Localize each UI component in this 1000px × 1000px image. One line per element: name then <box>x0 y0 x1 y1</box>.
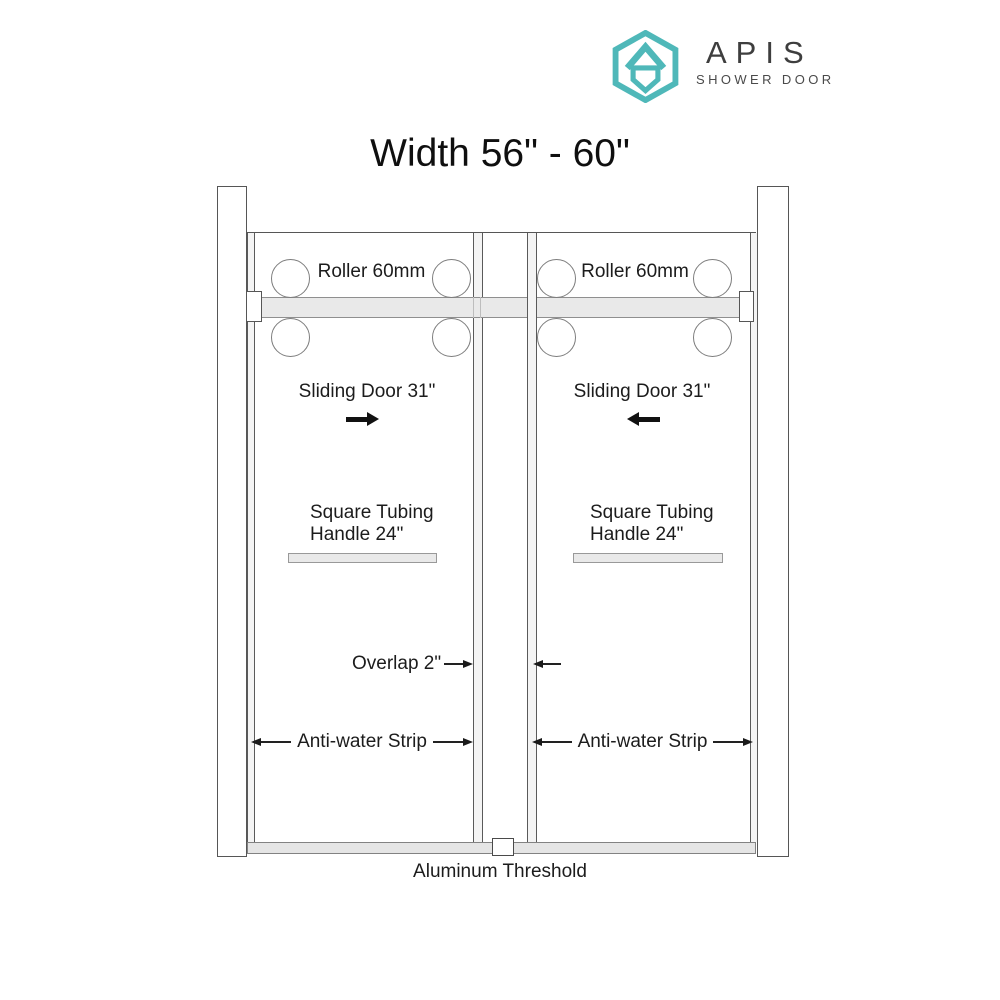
arrow-right-icon <box>463 738 473 746</box>
handle-bar-right <box>573 553 723 563</box>
roller-icon <box>693 318 732 357</box>
roller-icon <box>432 259 471 298</box>
overlap-annotation-right-arrow <box>533 654 561 674</box>
apis-logo-icon <box>612 30 679 103</box>
handle-label-left-line1: Square Tubing <box>310 502 434 523</box>
arrow-left-icon <box>532 738 542 746</box>
roller-icon <box>271 259 310 298</box>
handle-label-right-line1: Square Tubing <box>590 502 714 523</box>
arrow-right-icon <box>463 660 473 668</box>
threshold-center-block <box>492 838 514 856</box>
handle-bar-left <box>288 553 437 563</box>
dimension-line <box>432 741 463 743</box>
arrow-right-icon <box>743 738 753 746</box>
right-door-outer-stile <box>750 233 758 842</box>
brand-tagline: SHOWER DOOR <box>696 72 835 87</box>
anti-water-dimension-right: Anti-water Strip <box>532 731 753 752</box>
sliding-door-label-right: Sliding Door 31" <box>573 381 711 402</box>
handle-label-left-line2: Handle 24" <box>310 524 404 545</box>
diagram-title: Width 56" - 60" <box>370 132 630 175</box>
handle-label-left: Square Tubing Handle 24" <box>310 502 434 546</box>
header-rail <box>252 297 753 318</box>
anti-water-dimension-left: Anti-water Strip <box>251 731 473 752</box>
arrow-left-icon <box>627 412 660 426</box>
wall-post-left <box>217 186 247 857</box>
rail-overlap-line <box>473 297 474 318</box>
brand-name: APIS <box>706 35 813 70</box>
anti-water-label-left: Anti-water Strip <box>297 731 427 752</box>
roller-icon <box>432 318 471 357</box>
rail-bracket-right <box>739 291 754 322</box>
roller-icon <box>271 318 310 357</box>
dimension-line <box>542 741 572 743</box>
dimension-line <box>444 663 463 665</box>
overlap-label: Overlap 2" <box>352 653 442 674</box>
roller-icon <box>537 259 576 298</box>
dimension-line <box>713 741 743 743</box>
right-door-inner-stile <box>527 233 537 842</box>
dimension-line <box>261 741 292 743</box>
arrow-left-icon <box>251 738 261 746</box>
roller-label-right: Roller 60mm <box>581 261 689 282</box>
roller-label-left: Roller 60mm <box>317 261 426 282</box>
anti-water-label-right: Anti-water Strip <box>577 731 708 752</box>
handle-label-right: Square Tubing Handle 24" <box>590 502 714 546</box>
handle-label-right-line2: Handle 24" <box>590 524 684 545</box>
arrow-right-icon <box>346 412 379 426</box>
rail-overlap-line <box>480 297 481 318</box>
roller-icon <box>537 318 576 357</box>
sliding-door-label-left: Sliding Door 31" <box>298 381 436 402</box>
left-door-inner-stile <box>473 233 483 842</box>
dimension-line <box>543 663 561 665</box>
arrow-left-icon <box>533 660 543 668</box>
left-door-outer-stile <box>247 233 255 842</box>
roller-icon <box>693 259 732 298</box>
overlap-annotation: Overlap 2" <box>352 653 473 674</box>
rail-bracket-left <box>246 291 262 322</box>
threshold-label: Aluminum Threshold <box>413 861 587 882</box>
apis-logo: APIS SHOWER DOOR <box>609 30 835 103</box>
wall-post-right <box>757 186 789 857</box>
door-top-edge <box>247 232 756 233</box>
